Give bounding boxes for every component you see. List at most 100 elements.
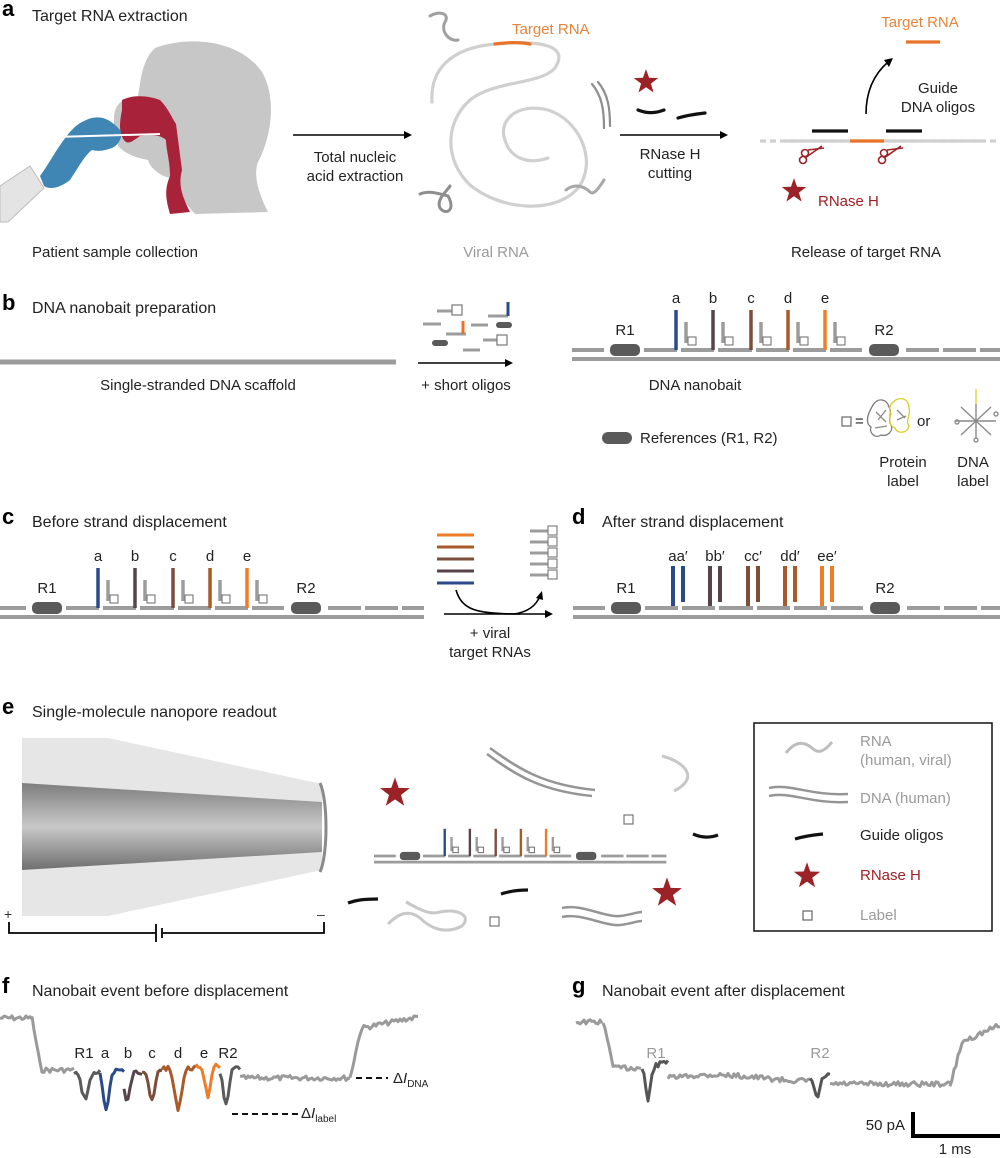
current-trace-before (0, 1014, 418, 1112)
site-label: ee′ (817, 548, 837, 565)
site-label: bb′ (705, 548, 725, 565)
legend-dna-label: DNA (human) (860, 790, 951, 807)
cutting-label-1: RNase H (640, 146, 701, 163)
site-label: e (821, 290, 829, 307)
displacement-arrowhead (545, 610, 553, 618)
peak-label: R1 (74, 1045, 93, 1062)
panel-e: e Single-molecule nanopore readout + – (2, 694, 993, 942)
scaffold-label: Single-stranded DNA scaffold (100, 377, 296, 394)
r1-dip (73, 1069, 102, 1101)
panel-b: b DNA nanobait preparation Single-strand… (0, 290, 1000, 490)
released-target-rna-label: Target RNA (881, 14, 959, 31)
panel-letter-e: e (2, 694, 14, 719)
reference-label-r2: R2 (874, 322, 893, 339)
label-square (687, 336, 697, 346)
protein-label-text-2: label (887, 473, 919, 490)
panel-a: a Target RNA extraction Patient sample c… (0, 0, 1000, 261)
label-square (503, 846, 510, 854)
panel-g-title: Nanobait event after displacement (602, 983, 845, 1000)
rnase-h-star-icon (633, 69, 659, 93)
site-label: b (709, 290, 717, 307)
a-dip (98, 1067, 126, 1112)
throat-illustration (120, 96, 190, 214)
dna-baseline (829, 1080, 951, 1088)
translocation-drop (601, 1022, 642, 1072)
legend-rna-label-2: (human, viral) (860, 752, 952, 769)
label-square (146, 594, 156, 604)
released-label-square (547, 547, 558, 558)
extraction-arrowhead (404, 131, 412, 139)
site-label: d (784, 290, 792, 307)
sleeve-illustration (0, 165, 45, 223)
site-label: dd′ (780, 548, 800, 565)
r2-dip (808, 1072, 831, 1099)
viral-rna-tangle (418, 11, 612, 213)
dna-baseline (666, 1071, 811, 1085)
viral-targets-label-2: target RNAs (449, 644, 531, 661)
site-label: d (206, 548, 214, 565)
panel-b-title: DNA nanobait preparation (32, 300, 216, 317)
scissors-icon (798, 145, 825, 165)
exit-rise (948, 1023, 1000, 1087)
scissors-icon (877, 145, 904, 165)
label-square (836, 336, 846, 346)
panel-e-title: Single-molecule nanopore readout (32, 704, 277, 721)
peak-label: a (101, 1045, 110, 1062)
displacement-branch-arrowhead (536, 591, 543, 600)
rna-legend-icon (784, 741, 834, 754)
panel-letter-f: f (2, 973, 10, 998)
reference-legend-icon (602, 432, 632, 444)
electrode-minus: – (317, 906, 325, 922)
peak-label: R2 (218, 1045, 237, 1062)
released-label-square (547, 558, 558, 569)
legend-guide-label: Guide oligos (860, 827, 943, 844)
peak-label-r2-after: R2 (810, 1045, 829, 1062)
reference-r1 (399, 851, 421, 861)
b-dip (122, 1069, 143, 1102)
site-label: a (672, 290, 681, 307)
dna-nanobait-e (374, 828, 667, 864)
panel-letter-b: b (2, 290, 15, 315)
label-square (184, 594, 194, 604)
dna-label-text-2: label (957, 473, 989, 490)
guide-dna-label-2: DNA oligos (901, 99, 975, 116)
site-label: aa′ (668, 548, 688, 565)
scale-bar (911, 1112, 1000, 1138)
reference-r1 (32, 602, 62, 614)
c-dip (141, 1068, 163, 1102)
guide-oligo-legend-icon (794, 832, 824, 841)
panel-letter-c: c (2, 504, 14, 529)
panel-letter-a: a (2, 0, 15, 21)
panel-a-title: Target RNA extraction (32, 8, 188, 25)
or-label: or (917, 413, 930, 430)
release-arrowhead (884, 58, 893, 67)
reference-label-r2: R2 (875, 580, 894, 597)
rnase-h-star-icon (652, 877, 682, 906)
reference-r1 (611, 602, 641, 614)
panel-f-title: Nanobait event before displacement (32, 983, 289, 1000)
guide-oligo-icon (636, 108, 666, 115)
open-pore-baseline (575, 1018, 604, 1026)
legend-label-label: Label (860, 907, 897, 924)
peak-label: d (174, 1045, 182, 1062)
panel-letter-d: d (572, 504, 585, 529)
electrode-plus: + (4, 906, 12, 922)
label-legend-icon (802, 910, 813, 921)
target-rna-label: Target RNA (512, 21, 590, 38)
dna-legend-icon-strand2 (768, 793, 849, 804)
glove-illustration (40, 117, 122, 188)
site-label: a (94, 548, 103, 565)
label-square (258, 594, 268, 604)
references-legend-label: References (R1, R2) (640, 430, 778, 447)
panel-c-title: Before strand displacement (32, 514, 227, 531)
extraction-label-1: Total nucleic (314, 149, 397, 166)
nanopore-tip (318, 782, 328, 873)
r1-dip (640, 1059, 670, 1103)
label-square (762, 336, 772, 346)
released-label-square (547, 569, 558, 580)
